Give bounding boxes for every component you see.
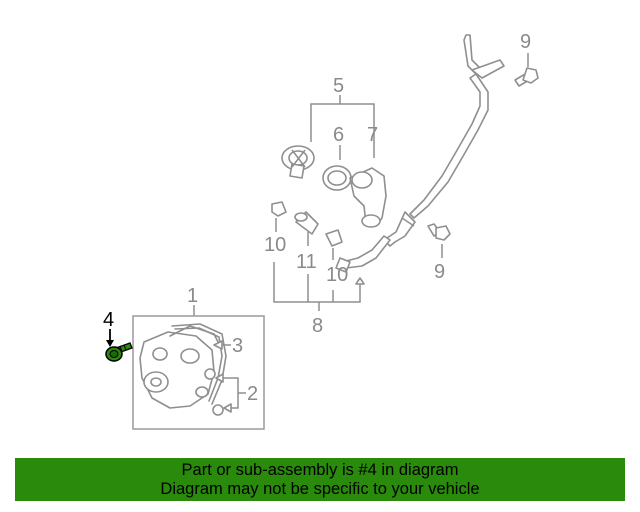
bolt-part-9-mid[interactable] [427,223,451,258]
water-pump-part-1[interactable] [139,325,221,409]
callout-9-mid: 9 [434,261,445,283]
hose-part-11[interactable] [294,211,319,246]
footer-line-part-note: Part or sub-assembly is #4 in diagram [181,461,459,479]
coolant-pipe[interactable] [335,34,505,273]
clamp-part-10-mid[interactable] [325,229,343,260]
callout-10-left: 10 [264,234,286,256]
footer-line-disclaimer: Diagram may not be specific to your vehi… [160,480,480,498]
callout-9-top: 9 [520,31,531,53]
callout-2: 2 [247,383,258,405]
bolt-part-9-top[interactable] [514,53,539,87]
callout-11: 11 [296,251,317,273]
clamp-part-10-left[interactable] [271,201,287,232]
gasket-part-6[interactable] [322,165,352,191]
thermostat-housing-part-7[interactable] [349,167,387,228]
callout-5: 5 [333,75,344,97]
callout-8: 8 [312,315,323,337]
callout-3: 3 [232,335,243,357]
callout-10-mid: 10 [326,264,348,286]
callout-6: 6 [333,124,344,146]
water-pump-assembly-box [132,315,265,430]
thermostat-part-5[interactable] [281,145,315,179]
footer-banner: Part or sub-assembly is #4 in diagram Di… [15,458,625,501]
callout-4: 4 [103,309,114,331]
callout-1: 1 [187,285,198,307]
o-rings-part-2[interactable] [204,368,224,416]
bolt-part-4[interactable] [105,342,133,362]
callout-7: 7 [367,124,378,146]
